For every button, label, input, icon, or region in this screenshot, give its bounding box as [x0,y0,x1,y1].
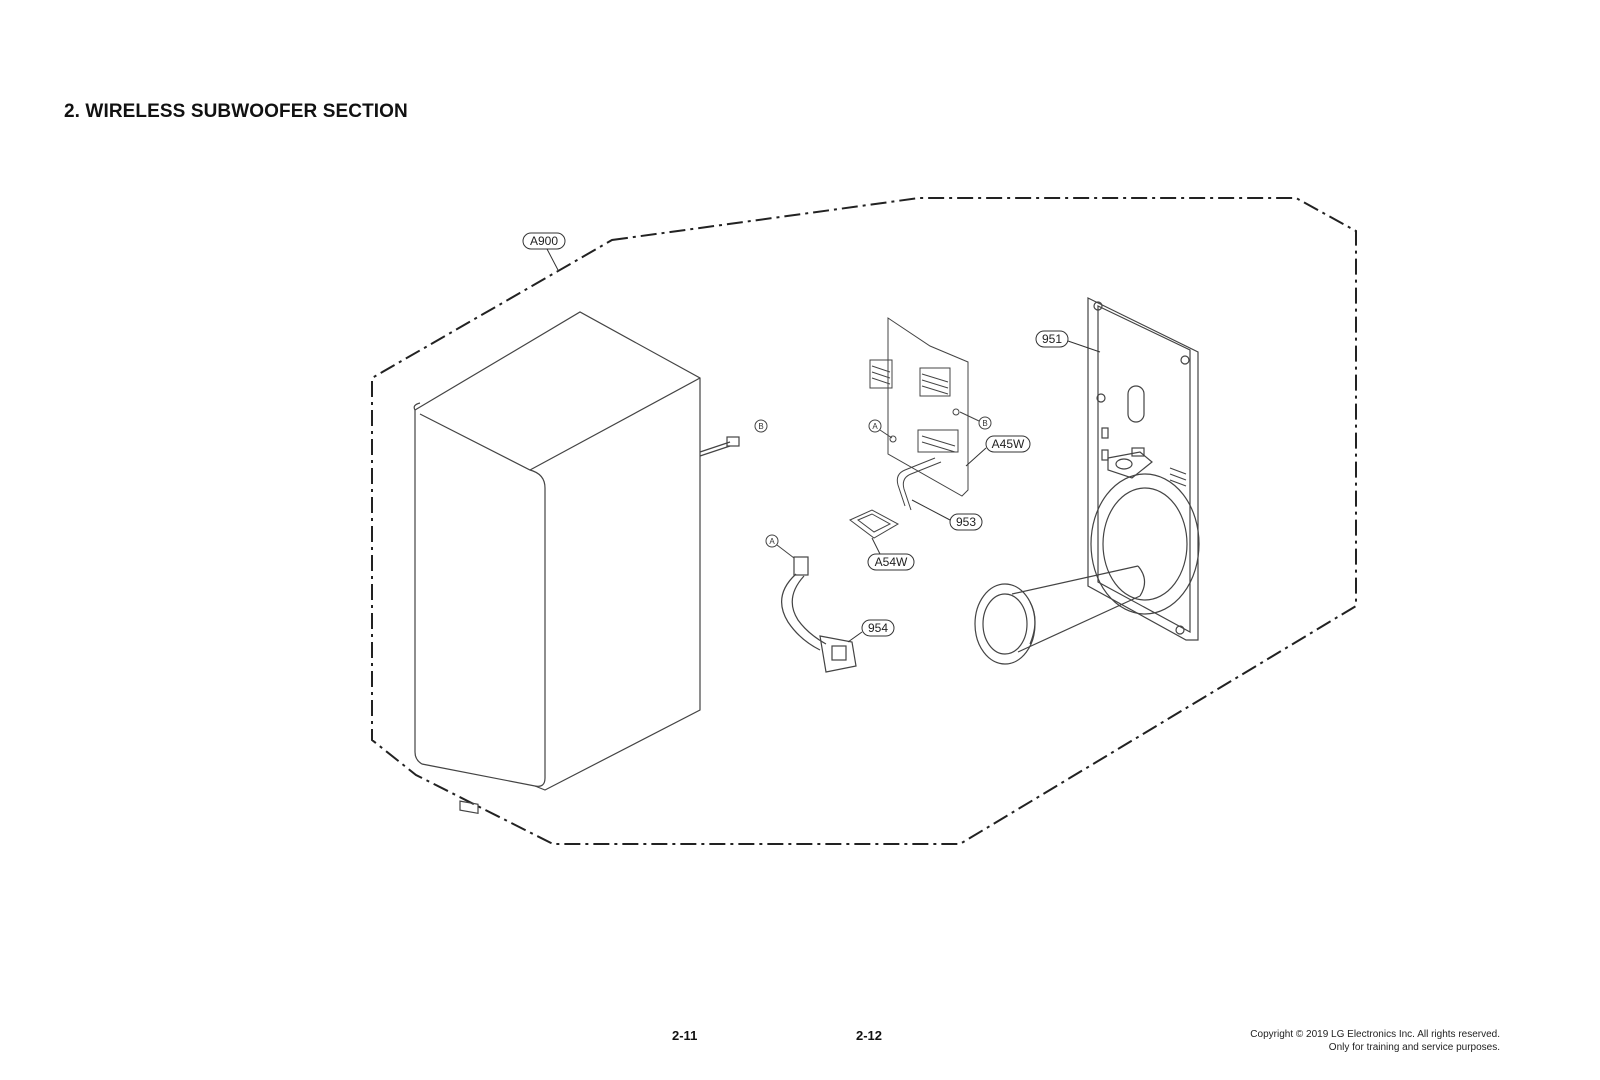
main-board [869,317,969,497]
svg-text:953: 953 [956,515,976,529]
bass-port-tube [974,565,1146,665]
svg-text:A54W: A54W [875,555,908,569]
copyright-notice: Copyright © 2019 LG Electronics Inc. All… [1250,1028,1500,1054]
svg-text:A45W: A45W [992,437,1025,451]
subwoofer-cabinet [413,311,740,814]
wireless-module [849,509,900,539]
svg-text:954: 954 [868,621,888,635]
callout-a900: A900 [522,232,566,271]
callout-951: 951 [1035,330,1101,353]
svg-text:A: A [769,537,775,546]
connector-marker-a-2: A [765,534,779,548]
page-number-right: 2-12 [856,1028,883,1043]
svg-text:A: A [872,422,878,431]
connector-marker-a-1: A [868,419,882,433]
svg-text:951: 951 [1042,332,1062,346]
power-inlet-cable [781,556,857,673]
callout-954: 954 [847,619,895,643]
svg-text:B: B [982,419,987,428]
connector-marker-b-2: B [978,416,992,430]
callout-953: 953 [911,499,983,531]
flat-cable [896,457,942,511]
connector-marker-b-1: B [754,419,768,433]
svg-text:A900: A900 [530,234,558,248]
copyright-line-2: Only for training and service purposes. [1328,1042,1500,1053]
assembly-boundary [371,197,1357,845]
copyright-line-1: Copyright © 2019 LG Electronics Inc. All… [1250,1029,1500,1040]
svg-text:B: B [758,422,763,431]
callout-a54w: A54W [867,537,915,571]
section-title: 2. WIRELESS SUBWOOFER SECTION [64,101,408,122]
cabinet-back-panel [1087,297,1200,641]
page-number-left: 2-11 [672,1028,698,1043]
callout-a45w: A45W [965,435,1031,467]
